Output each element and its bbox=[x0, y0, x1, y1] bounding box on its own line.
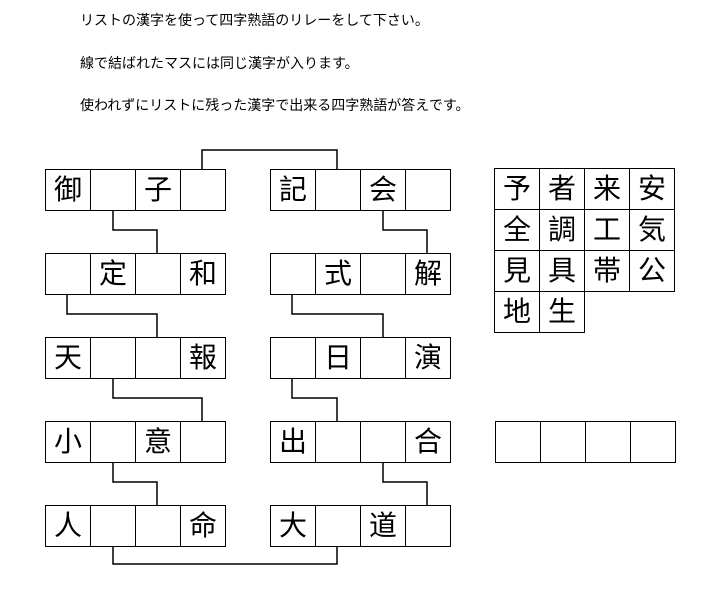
kanji-list-item[interactable]: 見 bbox=[494, 250, 540, 292]
puzzle-cell[interactable]: 大 bbox=[271, 506, 315, 546]
connector-line bbox=[112, 210, 158, 253]
puzzle-cell[interactable] bbox=[271, 338, 315, 378]
puzzle-cell[interactable] bbox=[136, 254, 180, 294]
right-row-3: 日 演 bbox=[270, 337, 451, 379]
kanji-list-item[interactable]: 全 bbox=[494, 209, 540, 251]
puzzle-cell[interactable]: 定 bbox=[91, 254, 135, 294]
puzzle-cell[interactable] bbox=[361, 422, 405, 462]
kanji-list: 予 者 来 安 全 調 工 気 見 具 帯 公 地 生 bbox=[494, 168, 675, 333]
kanji-list-item[interactable]: 公 bbox=[629, 250, 675, 292]
puzzle-cell[interactable]: 式 bbox=[316, 254, 360, 294]
kanji-list-item[interactable]: 帯 bbox=[584, 250, 630, 292]
connector-line bbox=[382, 463, 428, 505]
connector-line bbox=[112, 547, 338, 565]
connector-line bbox=[201, 149, 338, 169]
instruction-line-3: 使われずにリストに残った漢字で出来る四字熟語が答えです。 bbox=[80, 98, 470, 114]
left-row-1: 御 子 bbox=[45, 169, 226, 211]
puzzle-cell[interactable] bbox=[361, 254, 405, 294]
kanji-list-item[interactable]: 者 bbox=[539, 168, 585, 210]
left-row-4: 小 意 bbox=[45, 421, 226, 463]
puzzle-cell[interactable]: 和 bbox=[181, 254, 225, 294]
kanji-list-item[interactable]: 具 bbox=[539, 250, 585, 292]
left-row-5: 人 命 bbox=[45, 505, 226, 547]
puzzle-cell[interactable]: 命 bbox=[181, 506, 225, 546]
answer-row bbox=[495, 421, 676, 463]
puzzle-cell[interactable] bbox=[181, 422, 225, 462]
answer-cell[interactable] bbox=[631, 422, 675, 462]
connector-line bbox=[291, 295, 384, 337]
puzzle-cell[interactable] bbox=[316, 506, 360, 546]
kanji-list-item[interactable]: 調 bbox=[539, 209, 585, 251]
answer-cell[interactable] bbox=[496, 422, 540, 462]
puzzle-cell[interactable]: 出 bbox=[271, 422, 315, 462]
puzzle-cell[interactable] bbox=[406, 170, 450, 210]
puzzle-cell[interactable] bbox=[271, 254, 315, 294]
kanji-list-item[interactable]: 安 bbox=[629, 168, 675, 210]
kanji-list-item[interactable]: 来 bbox=[584, 168, 630, 210]
puzzle-cell[interactable] bbox=[46, 254, 90, 294]
puzzle-cell[interactable] bbox=[316, 422, 360, 462]
puzzle-cell[interactable] bbox=[361, 338, 405, 378]
left-row-2: 定 和 bbox=[45, 253, 226, 295]
puzzle-cell[interactable]: 合 bbox=[406, 422, 450, 462]
kanji-list-item[interactable]: 予 bbox=[494, 168, 540, 210]
puzzle-cell[interactable] bbox=[91, 338, 135, 378]
puzzle-cell[interactable]: 意 bbox=[136, 422, 180, 462]
connector-line bbox=[382, 210, 428, 253]
puzzle-cell[interactable]: 日 bbox=[316, 338, 360, 378]
kanji-list-item[interactable]: 気 bbox=[629, 209, 675, 251]
puzzle-cell[interactable] bbox=[316, 170, 360, 210]
puzzle-cell[interactable]: 小 bbox=[46, 422, 90, 462]
right-row-4: 出 合 bbox=[270, 421, 451, 463]
puzzle-cell[interactable]: 人 bbox=[46, 506, 90, 546]
puzzle-cell[interactable]: 道 bbox=[361, 506, 405, 546]
connector-line bbox=[66, 295, 158, 337]
right-row-5: 大 道 bbox=[270, 505, 451, 547]
puzzle-cell[interactable]: 報 bbox=[181, 338, 225, 378]
answer-cell[interactable] bbox=[586, 422, 630, 462]
puzzle-cell[interactable]: 記 bbox=[271, 170, 315, 210]
puzzle-cell[interactable]: 解 bbox=[406, 254, 450, 294]
kanji-list-item[interactable]: 地 bbox=[494, 291, 540, 333]
connector-line bbox=[112, 379, 203, 421]
puzzle-cell[interactable] bbox=[91, 422, 135, 462]
puzzle-cell[interactable] bbox=[136, 338, 180, 378]
right-row-2: 式 解 bbox=[270, 253, 451, 295]
answer-cell[interactable] bbox=[541, 422, 585, 462]
puzzle-cell[interactable]: 御 bbox=[46, 170, 90, 210]
puzzle-cell[interactable] bbox=[91, 506, 135, 546]
puzzle-cell[interactable] bbox=[181, 170, 225, 210]
puzzle-cell[interactable] bbox=[91, 170, 135, 210]
instruction-line-2: 線で結ばれたマスには同じ漢字が入ります。 bbox=[80, 56, 359, 72]
puzzle-cell[interactable] bbox=[136, 506, 180, 546]
left-row-3: 天 報 bbox=[45, 337, 226, 379]
instruction-line-1: リストの漢字を使って四字熟語のリレーをして下さい。 bbox=[80, 13, 429, 29]
puzzle-cell[interactable]: 子 bbox=[136, 170, 180, 210]
connector-line bbox=[112, 463, 158, 505]
puzzle-cell[interactable]: 会 bbox=[361, 170, 405, 210]
puzzle-cell[interactable]: 演 bbox=[406, 338, 450, 378]
puzzle-cell[interactable] bbox=[406, 506, 450, 546]
connector-line bbox=[291, 379, 338, 421]
right-row-1: 記 会 bbox=[270, 169, 451, 211]
puzzle-cell[interactable]: 天 bbox=[46, 338, 90, 378]
kanji-list-item[interactable]: 生 bbox=[539, 291, 585, 333]
kanji-list-item[interactable]: 工 bbox=[584, 209, 630, 251]
